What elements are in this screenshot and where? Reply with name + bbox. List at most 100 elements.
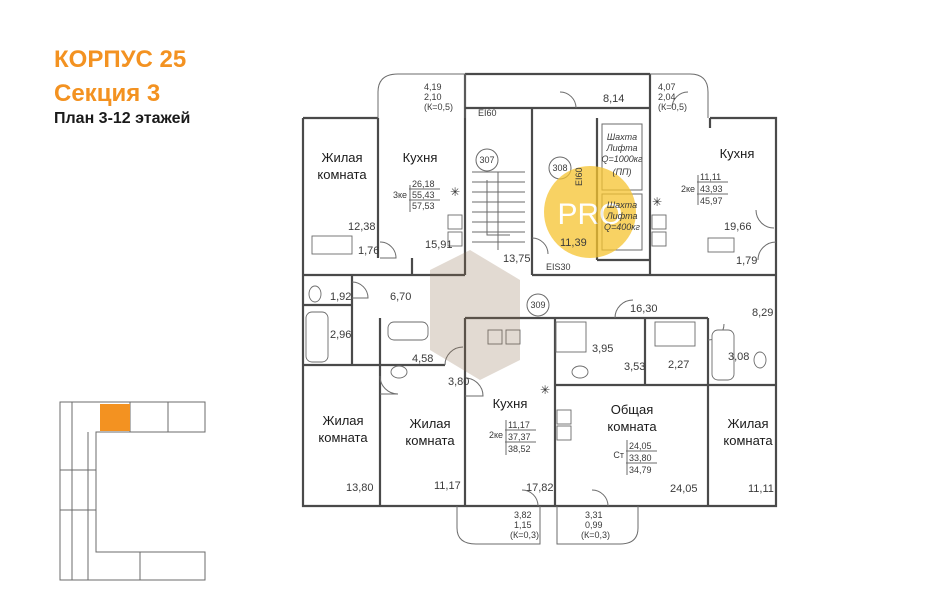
area-value: 1,92 (330, 291, 351, 303)
room-name: Жилая (321, 150, 362, 165)
apt-total: 43,93 (700, 184, 723, 194)
brand-watermark (430, 250, 520, 380)
vent-icon: ✳ (450, 185, 460, 199)
apt-type: 2ке (489, 430, 503, 440)
apt-living: 11,17 (508, 420, 530, 430)
area-value: 3,82 (514, 510, 532, 520)
area-value: 3,08 (728, 351, 749, 363)
area-value: 13,80 (346, 482, 374, 494)
lift-label: Лифта (605, 143, 637, 153)
room-name: комната (405, 433, 455, 448)
lift-label: Q=1000кг (602, 154, 644, 164)
area-value: 2,10 (424, 92, 442, 102)
area-value: 3,31 (585, 510, 603, 520)
apt-total: 33,80 (629, 453, 652, 463)
area-value: 4,19 (424, 82, 442, 92)
area-value: 17,82 (526, 482, 554, 494)
key-plan (59, 401, 206, 581)
room-areas: 8,14 12,38 15,91 13,75 11,39 19,66 1,76 … (330, 93, 774, 495)
area-value: (К=0,5) (424, 102, 453, 112)
fire-rating: EI60 (574, 167, 584, 186)
area-value: 1,15 (514, 520, 532, 530)
lift-labels: Шахта Лифта Q=1000кг (ПП) Шахта Лифта Q=… (602, 132, 644, 232)
apt-living: 11,11 (700, 172, 721, 182)
room-name: Жилая (322, 413, 363, 428)
area-value: 13,75 (503, 253, 531, 265)
vent-icon: ✳ (652, 195, 662, 209)
area-value: 1,79 (736, 255, 757, 267)
zone-marks: 307 308 309 EI60 EIS30 EI60 (478, 108, 584, 310)
balcony-areas: 4,19 2,10 (К=0,5) 4,07 2,04 (К=0,5) 3,82… (424, 82, 687, 540)
balconies (377, 73, 709, 545)
room-name: комната (723, 433, 773, 448)
area-value: 8,29 (752, 307, 773, 319)
area-value: 11,11 (748, 483, 774, 495)
apt-total: 55,43 (412, 190, 435, 200)
area-value: 12,38 (348, 221, 376, 233)
pro-watermark: PRO (544, 166, 636, 258)
apt-type: Ст (613, 450, 624, 460)
apartment-summaries: 3ке 26,18 55,43 57,53 2ке 11,11 43,93 45… (393, 172, 728, 475)
apt-type: 2ке (681, 184, 695, 194)
section-title: Секция 3 (54, 80, 161, 107)
fixtures (305, 214, 767, 441)
room-name: комната (318, 430, 368, 445)
fire-rating: EIS30 (546, 262, 571, 272)
apt-living: 26,18 (412, 179, 435, 189)
room-name: Кухня (403, 150, 438, 165)
area-value: 3,95 (592, 343, 613, 355)
outer-walls (301, 72, 778, 508)
building-title: КОРПУС 25 (54, 46, 187, 73)
area-value: 16,30 (630, 303, 658, 315)
apt-total-b: 38,52 (508, 444, 531, 454)
doors (351, 91, 777, 507)
zone-number: 309 (530, 300, 545, 310)
vent-marks: ✳ ✳ ✳ (450, 185, 662, 397)
area-value: 3,80 (448, 376, 469, 388)
key-plan-highlight (100, 404, 130, 431)
room-name: Общая (611, 402, 654, 417)
zone-number: 307 (479, 155, 494, 165)
area-value: 2,27 (668, 359, 689, 371)
room-labels: Жилая комната Кухня Кухня Жилая комната … (317, 146, 773, 448)
room-name: Кухня (720, 146, 755, 161)
lift-label: Лифта (605, 211, 637, 221)
room-name: Жилая (727, 416, 768, 431)
area-value: 8,14 (603, 93, 624, 105)
watermark-text: PRO (557, 198, 622, 231)
area-value: 3,53 (624, 361, 645, 373)
lift-label: Шахта (607, 132, 637, 142)
area-value: 1,76 (358, 245, 379, 257)
lift-label: Q=400кг (604, 222, 641, 232)
zone-number: 308 (552, 163, 567, 173)
area-value: 11,39 (560, 237, 587, 249)
area-value: (К=0,3) (510, 530, 539, 540)
vent-icon: ✳ (540, 383, 550, 397)
fire-rating: EI60 (478, 108, 497, 118)
area-value: 15,91 (425, 239, 453, 251)
interior-walls (303, 106, 776, 506)
area-value: 0,99 (585, 520, 603, 530)
room-name: комната (607, 419, 657, 434)
lift-label: (ПП) (612, 167, 631, 177)
apt-living: 24,05 (629, 441, 652, 451)
room-name: Кухня (493, 396, 528, 411)
apt-total-b: 57,53 (412, 201, 435, 211)
room-name: комната (317, 167, 367, 182)
floors-title: План 3-12 этажей (54, 110, 191, 127)
area-value: 2,04 (658, 92, 676, 102)
apt-total: 37,37 (508, 432, 531, 442)
apt-type: 3ке (393, 190, 407, 200)
room-name: Жилая (409, 416, 450, 431)
area-value: (К=0,3) (581, 530, 610, 540)
area-value: 4,58 (412, 353, 433, 365)
area-value: 6,70 (390, 291, 411, 303)
apt-total-b: 34,79 (629, 465, 652, 475)
lift-label: Шахта (607, 200, 637, 210)
area-value: 19,66 (724, 221, 752, 233)
apt-total-b: 45,97 (700, 196, 723, 206)
area-value: 4,07 (658, 82, 676, 92)
area-value: 11,17 (434, 480, 461, 492)
staircase (472, 148, 572, 317)
